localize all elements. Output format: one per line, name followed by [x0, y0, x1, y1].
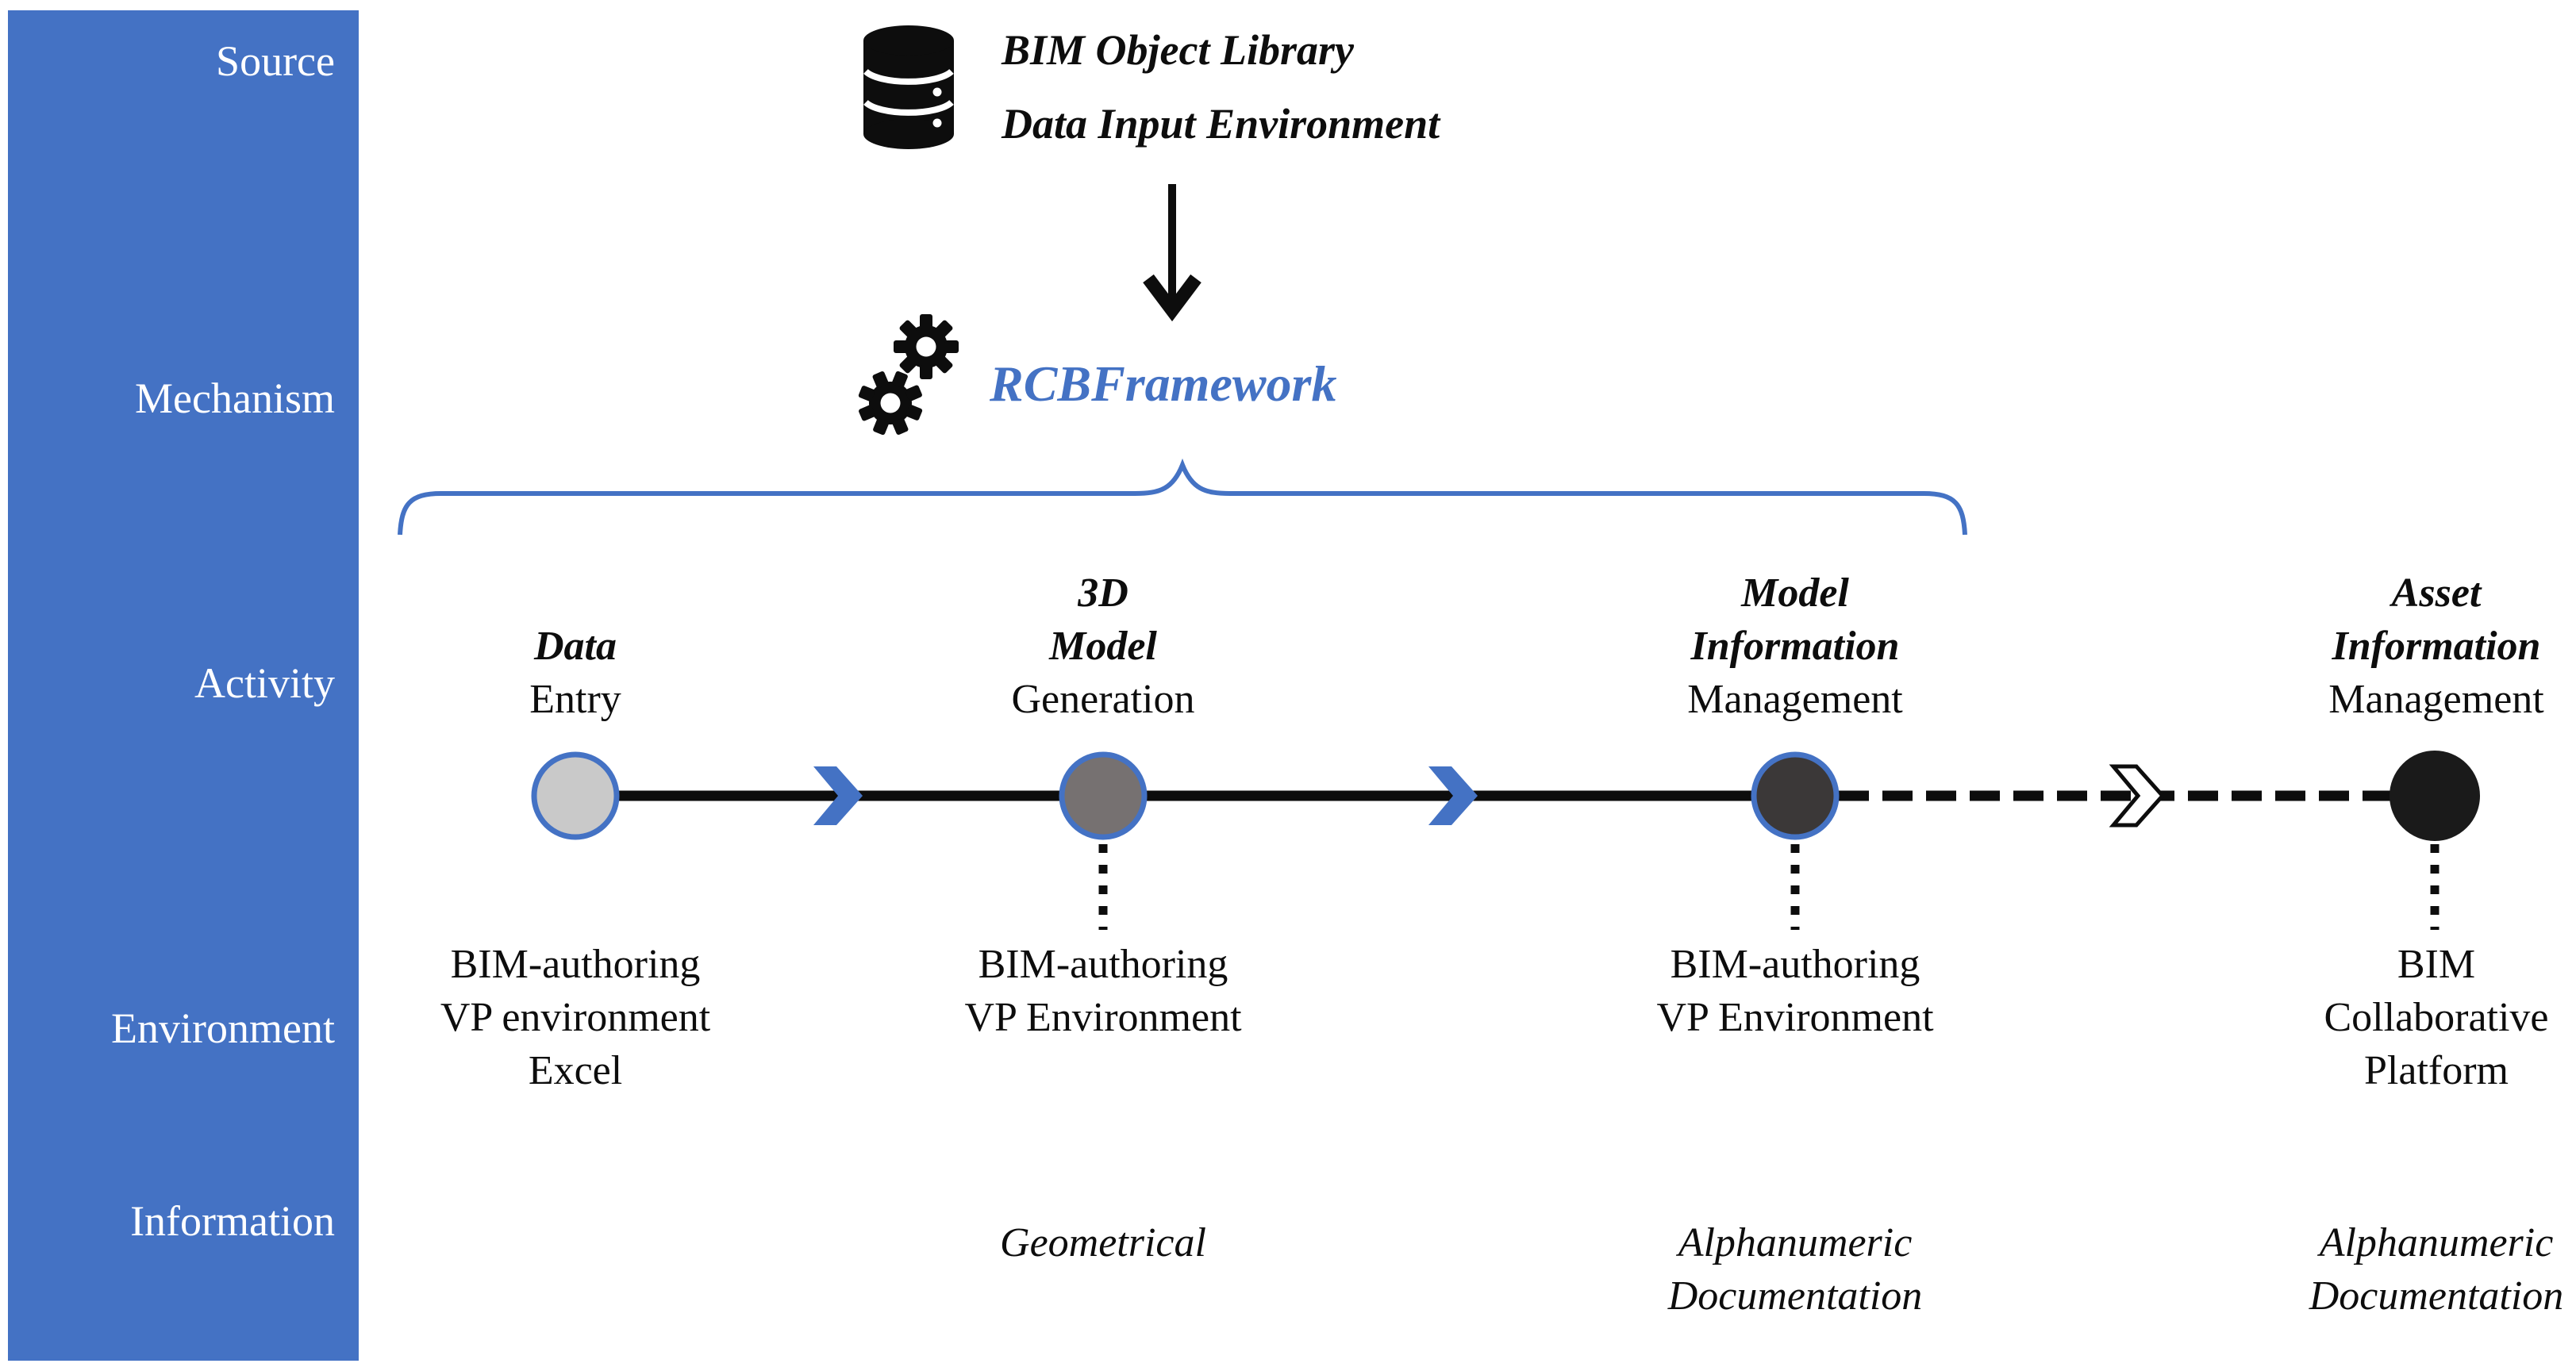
information-line: Documentation — [1667, 1273, 1923, 1319]
environment-label-stage-3: BIM-authoring VP Environment — [1589, 938, 2001, 1044]
source-title-line-2: Data Input Environment — [1002, 100, 1440, 148]
environment-line: BIM — [2397, 942, 2476, 987]
information-line: Documentation — [2309, 1273, 2564, 1319]
environment-line: BIM-authoring — [1670, 942, 1920, 987]
stage-node-4 — [2390, 751, 2480, 841]
activity-line: Model — [1049, 624, 1157, 669]
environment-line: VP Environment — [964, 995, 1242, 1040]
environment-line: VP environment — [440, 995, 711, 1040]
mechanism-framework-label: RCBFramework — [990, 355, 1337, 412]
activity-label-stage-3: Model Information Management — [1589, 566, 2001, 726]
activity-label-stage-2: 3D Model Generation — [897, 566, 1309, 726]
sidebar-label-source: Source — [216, 37, 335, 85]
information-line: Alphanumeric — [2319, 1220, 2554, 1265]
activity-label-stage-1: Data Entry — [369, 620, 782, 726]
activity-line: Entry — [529, 677, 621, 722]
source-title-line-1: BIM Object Library — [1002, 26, 1354, 74]
information-line: Geometrical — [1000, 1220, 1206, 1265]
database-icon — [863, 25, 954, 149]
activity-line: Asset — [2391, 570, 2482, 616]
stage-node-1 — [531, 751, 620, 840]
category-sidebar: Source Mechanism Activity Environment In… — [8, 10, 359, 1361]
environment-label-stage-1: BIM-authoring VP environment Excel — [369, 938, 782, 1097]
environment-label-stage-4: BIM Collaborative Platform — [2230, 938, 2576, 1097]
activity-line: Model — [1741, 570, 1849, 616]
environment-line: BIM-authoring — [450, 942, 701, 987]
environment-line: Collaborative — [2324, 995, 2549, 1040]
information-line: Alphanumeric — [1678, 1220, 1913, 1265]
activity-line: Information — [1690, 624, 1900, 669]
environment-line: BIM-authoring — [978, 942, 1228, 987]
gears-icon — [848, 314, 959, 446]
activity-line: Management — [2328, 677, 2544, 722]
information-label-stage-2: Geometrical — [897, 1216, 1309, 1269]
sidebar-label-information: Information — [130, 1197, 335, 1245]
information-label-stage-3: Alphanumeric Documentation — [1589, 1216, 2001, 1323]
environment-line: VP Environment — [1656, 995, 1934, 1040]
framework-scope-brace — [398, 458, 1967, 536]
process-timeline — [531, 751, 2480, 930]
activity-line: Generation — [1011, 677, 1195, 722]
sidebar-label-mechanism: Mechanism — [135, 374, 335, 422]
sidebar-label-activity: Activity — [194, 659, 335, 707]
environment-label-stage-2: BIM-authoring VP Environment — [897, 938, 1309, 1044]
activity-line: Management — [1687, 677, 1903, 722]
down-arrow-icon — [1143, 184, 1201, 322]
stage-node-3 — [1751, 751, 1840, 840]
environment-line: Excel — [528, 1048, 623, 1093]
activity-line: 3D — [1078, 570, 1128, 616]
information-label-stage-4: Alphanumeric Documentation — [2230, 1216, 2576, 1323]
sidebar-label-environment: Environment — [111, 1004, 335, 1052]
stage-node-2 — [1059, 751, 1148, 840]
environment-line: Platform — [2364, 1048, 2509, 1093]
activity-label-stage-4: Asset Information Management — [2230, 566, 2576, 726]
activity-line: Data — [534, 624, 617, 669]
activity-line: Information — [2332, 624, 2541, 669]
